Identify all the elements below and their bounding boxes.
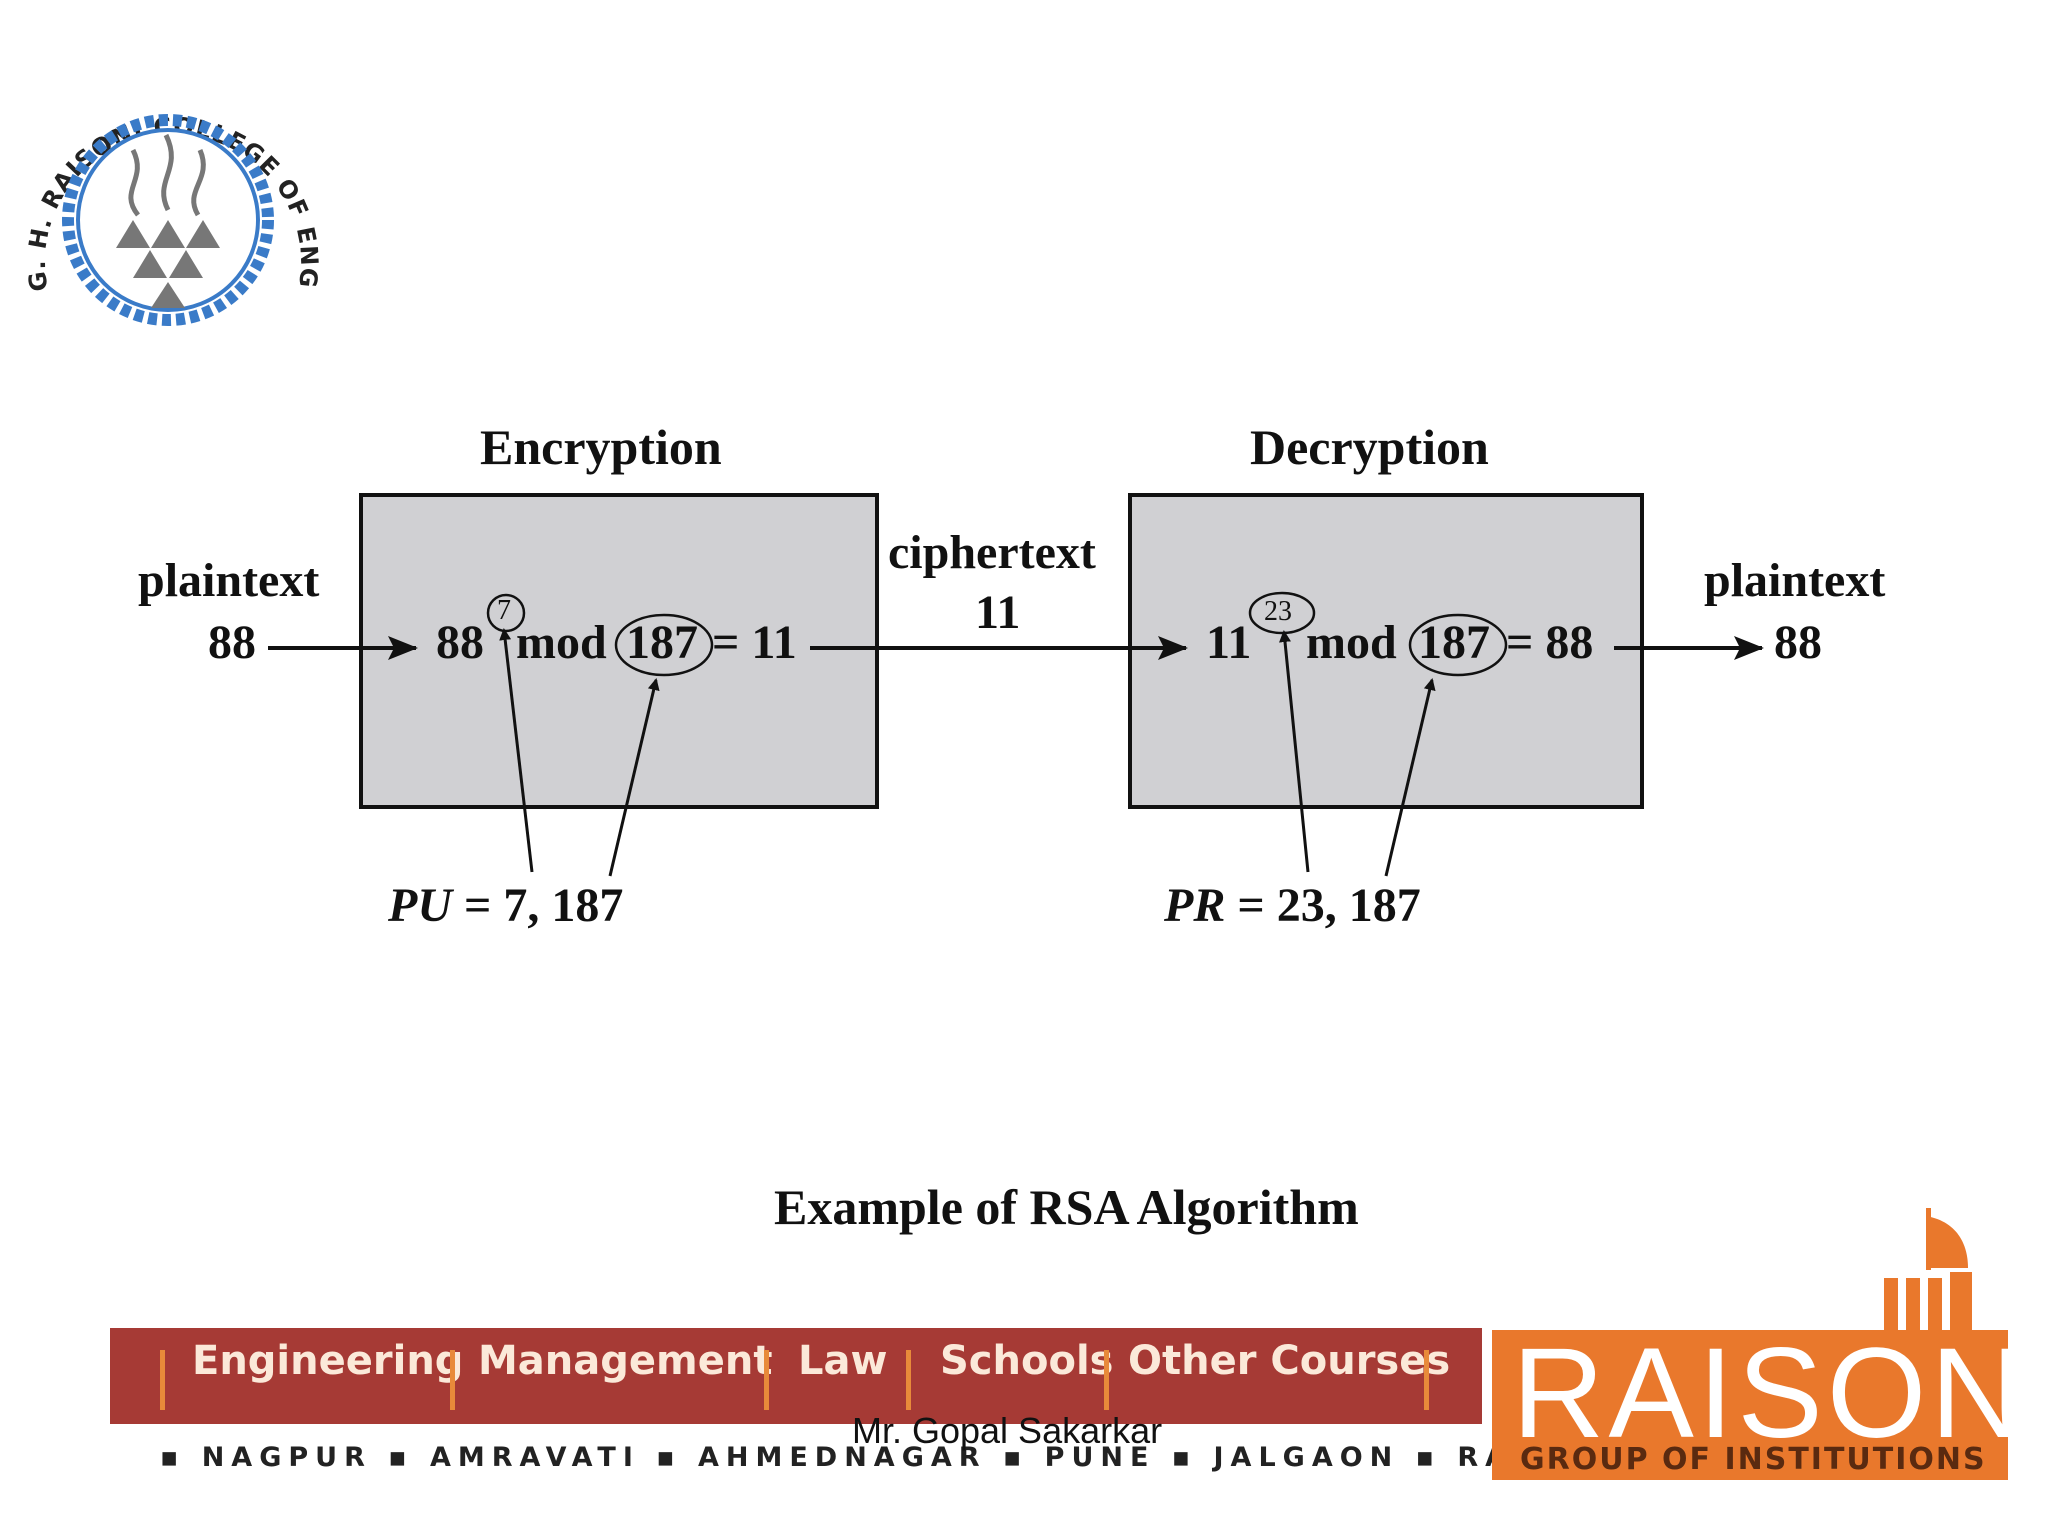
pu-modulus-arrow bbox=[608, 678, 660, 877]
dec-modulus-ellipse bbox=[1408, 613, 1508, 677]
menu-separator bbox=[906, 1350, 911, 1410]
encryption-title: Encryption bbox=[480, 419, 722, 475]
plaintext-in-label: plaintext bbox=[138, 554, 320, 607]
menu-separator bbox=[1104, 1350, 1109, 1410]
dec-mod-text: mod bbox=[1306, 616, 1397, 669]
college-logo: G. H. RAISONI COLLEGE OF ENGINEERING bbox=[8, 40, 322, 326]
menu-other-courses[interactable]: Other Courses bbox=[1128, 1338, 1451, 1384]
menu-separator bbox=[450, 1350, 455, 1410]
decryption-box bbox=[1128, 493, 1644, 809]
pr-exponent-arrow bbox=[1279, 630, 1310, 873]
footer-band bbox=[110, 1328, 1482, 1424]
enc-base: 88 bbox=[436, 616, 484, 669]
ciphertext-label: ciphertext bbox=[888, 526, 1096, 579]
decryption-title: Decryption bbox=[1250, 419, 1489, 475]
dec-exponent: 23 bbox=[1264, 596, 1292, 627]
enc-modulus-ellipse bbox=[614, 613, 714, 677]
pu-exponent-arrow bbox=[499, 628, 534, 873]
plaintext-out-value: 88 bbox=[1774, 616, 1822, 669]
menu-management[interactable]: Management bbox=[478, 1338, 773, 1384]
public-key-value: = 7, 187 bbox=[463, 879, 624, 932]
raisoni-subtitle: GROUP OF INSTITUTIONS bbox=[1520, 1442, 1987, 1477]
public-key-label: PU = 7, 187 bbox=[388, 878, 623, 933]
ciphertext-value: 11 bbox=[975, 586, 1021, 639]
raisoni-brand-box bbox=[1492, 1330, 2008, 1480]
tower-icon bbox=[1884, 1208, 1972, 1332]
enc-mod-text: mod bbox=[516, 616, 607, 669]
menu-separator bbox=[160, 1350, 165, 1410]
dec-modulus: 187 bbox=[1418, 616, 1490, 669]
private-key-value: = 23, 187 bbox=[1237, 879, 1421, 932]
menu-engineering[interactable]: Engineering bbox=[192, 1338, 464, 1384]
menu-separator bbox=[764, 1350, 769, 1410]
pr-modulus-arrow bbox=[1384, 678, 1436, 877]
dec-result: = 88 bbox=[1506, 616, 1594, 669]
enc-result: = 11 bbox=[712, 616, 797, 669]
dec-base: 11 bbox=[1206, 616, 1252, 669]
public-key-name: PU bbox=[388, 879, 452, 932]
private-key-name: PR bbox=[1164, 879, 1226, 932]
encryption-box bbox=[359, 493, 879, 809]
menu-schools[interactable]: Schools bbox=[940, 1338, 1114, 1384]
menu-law[interactable]: Law bbox=[798, 1338, 888, 1384]
private-key-label: PR = 23, 187 bbox=[1164, 878, 1421, 933]
enc-modulus: 187 bbox=[626, 616, 698, 669]
enc-exponent: 7 bbox=[497, 595, 511, 626]
menu-separator bbox=[1424, 1350, 1429, 1410]
plaintext-in-value: 88 bbox=[208, 616, 256, 669]
raisoni-wordmark: RAISONI bbox=[1512, 1322, 2048, 1465]
plaintext-out-label: plaintext bbox=[1704, 554, 1886, 607]
city-list: ▪ NAGPUR ▪ AMRAVATI ▪ AHMEDNAGAR ▪ PUNE … bbox=[160, 1442, 1656, 1473]
diagram-caption: Example of RSA Algorithm bbox=[774, 1179, 1359, 1235]
author-name: Mr. Gopal Sakarkar bbox=[852, 1410, 1163, 1451]
